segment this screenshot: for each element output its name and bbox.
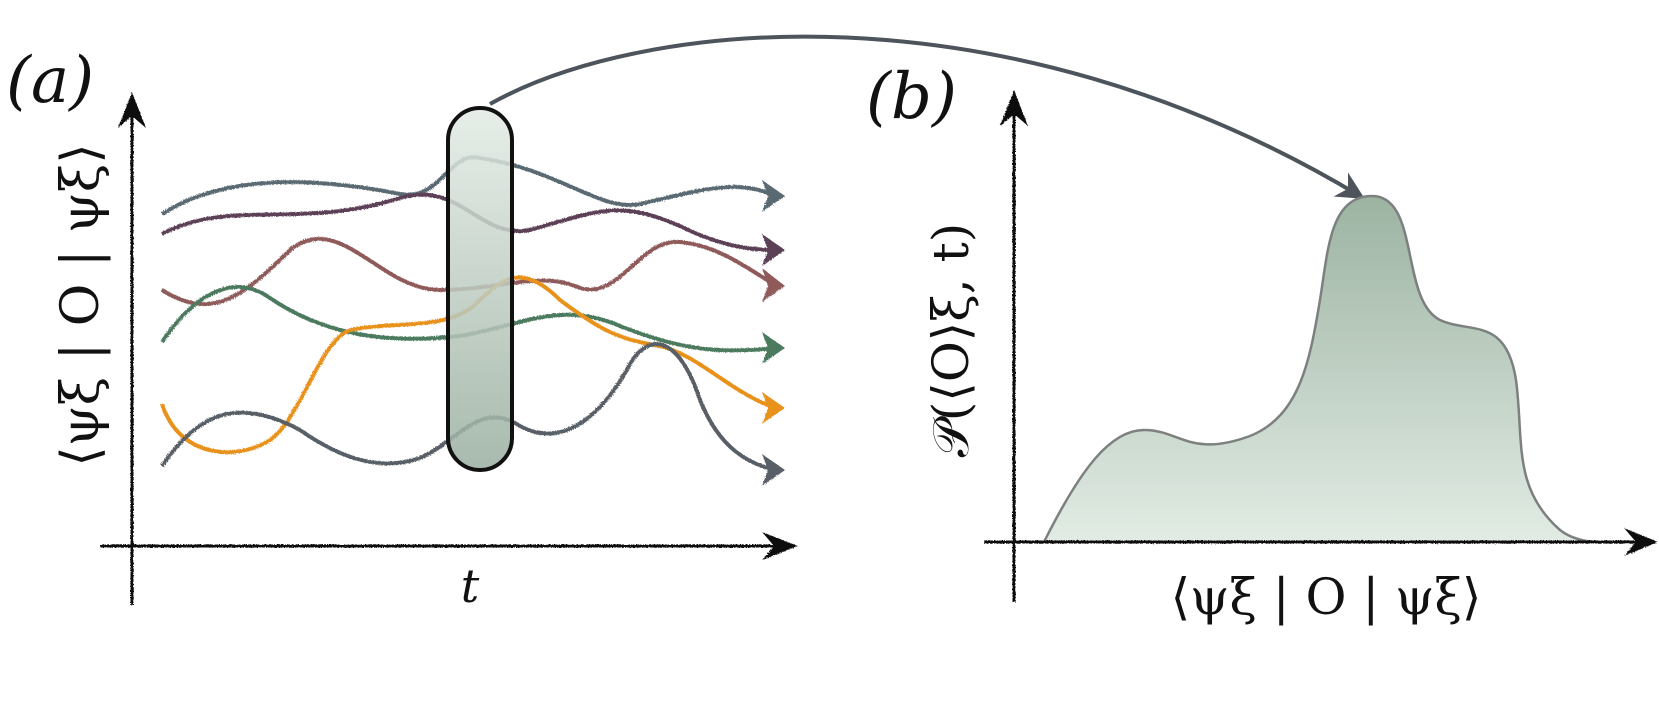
trajectory-arrowheads [762, 180, 785, 486]
connector-arrow [489, 34, 1365, 199]
panel-a-x-axis-label: t [461, 559, 480, 613]
panel-b-label: (b) [866, 60, 957, 134]
panel-a-label: (a) [6, 44, 94, 118]
panel-b-y-axis-label: 𝒫(⟨O⟩ξ, t) [922, 223, 980, 458]
panel-b-axes [984, 90, 1658, 602]
trajectory-4-arrowhead [762, 332, 785, 364]
panel-a-axes [100, 92, 798, 605]
panel-a: (a) ⟨ψξ | O | ψξ⟩ t [6, 44, 798, 613]
distribution-curve [1041, 194, 1599, 544]
trajectory-6-arrowhead [762, 454, 785, 486]
panel-a-x-arrowhead [762, 532, 798, 560]
panel-b-x-arrowhead [1624, 528, 1658, 556]
panel-b-x-axis-label: ⟨ψξ | O | ψξ⟩ [1171, 568, 1482, 626]
trajectory-6 [160, 342, 776, 472]
trajectory-5-arrowhead [762, 392, 785, 424]
panel-a-y-arrowhead [118, 92, 146, 128]
trajectory-3-arrowhead [762, 268, 785, 302]
trajectory-2-arrowhead [762, 234, 785, 266]
panel-b-y-arrowhead [1000, 90, 1028, 126]
time-slice-capsule [446, 106, 514, 472]
trajectory-1-arrowhead [762, 180, 785, 212]
panel-b: (b) 𝒫(⟨O⟩ξ, t) ⟨ψξ | O | ψξ⟩ [866, 60, 1658, 626]
panel-a-y-axis-label: ⟨ψξ | O | ψξ⟩ [51, 143, 111, 466]
